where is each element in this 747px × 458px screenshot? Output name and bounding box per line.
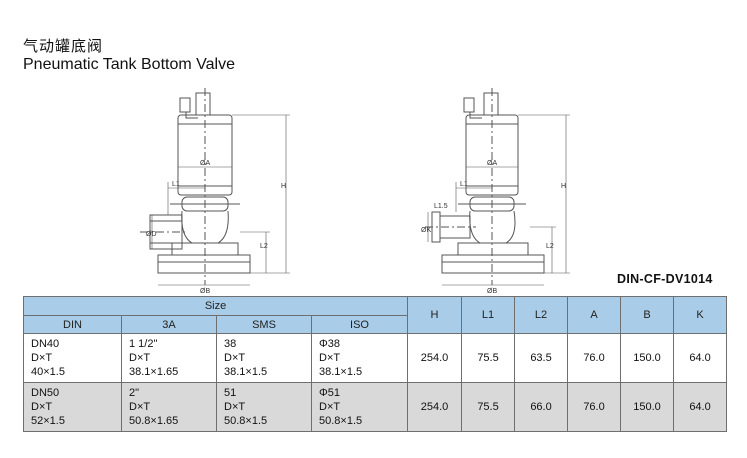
spec-table: Size H L1 L2 A B K DIN 3A SMS ISO DN40 D… bbox=[22, 296, 728, 432]
cell-iso: Φ38 D×T 38.1×1.5 bbox=[310, 333, 409, 383]
header-k: K bbox=[673, 296, 728, 334]
table-row: DN40 D×T 40×1.5 1 1/2" D×T 38.1×1.65 38 … bbox=[23, 333, 728, 383]
cell-l2: 66.0 bbox=[514, 382, 569, 432]
cell-b: 150.0 bbox=[620, 382, 675, 432]
cell-a: 76.0 bbox=[567, 382, 622, 432]
header-b: B bbox=[620, 296, 675, 334]
cell-b: 150.0 bbox=[620, 333, 675, 383]
cell-l1: 75.5 bbox=[461, 333, 516, 383]
label-b-left: ØB bbox=[200, 288, 210, 295]
label-k-right: ØK bbox=[421, 227, 431, 234]
label-l1-left: L1 bbox=[172, 181, 180, 188]
cell-iso: Φ51 D×T 50.8×1.5 bbox=[310, 382, 409, 432]
header-row-top: Size H L1 L2 A B K bbox=[22, 296, 728, 334]
label-h-right: H bbox=[561, 183, 566, 190]
table-row: DN50 D×T 52×1.5 2" D×T 50.8×1.65 51 D×T … bbox=[23, 382, 728, 432]
cell-din: DN40 D×T 40×1.5 bbox=[23, 333, 122, 383]
header-size: Size bbox=[22, 296, 409, 316]
title-chinese: 气动罐底阀 bbox=[23, 37, 104, 55]
cell-a: 76.0 bbox=[567, 333, 622, 383]
label-l1-right: L1 bbox=[460, 181, 468, 188]
cell-k: 64.0 bbox=[673, 333, 728, 383]
label-h-left: H bbox=[281, 183, 286, 190]
label-l2-left: L2 bbox=[260, 243, 268, 250]
header-l1: L1 bbox=[461, 296, 516, 334]
header-a: A bbox=[567, 296, 622, 334]
header-3a: 3A bbox=[121, 315, 217, 334]
cell-sms: 38 D×T 38.1×1.5 bbox=[216, 333, 312, 383]
header-sms: SMS bbox=[216, 315, 312, 334]
header-l2: L2 bbox=[514, 296, 569, 334]
label-d-left: ØD bbox=[146, 231, 157, 238]
cell-h: 254.0 bbox=[407, 382, 463, 432]
cell-3a: 1 1/2" D×T 38.1×1.65 bbox=[121, 333, 217, 383]
cell-l1: 75.5 bbox=[461, 382, 516, 432]
label-a-right: ØA bbox=[487, 160, 497, 167]
cell-din: DN50 D×T 52×1.5 bbox=[23, 382, 122, 432]
header-iso: ISO bbox=[310, 315, 409, 334]
title-english: Pneumatic Tank Bottom Valve bbox=[23, 56, 235, 73]
valve-drawing-right bbox=[425, 88, 570, 286]
header-din: DIN bbox=[23, 315, 122, 334]
cell-h: 254.0 bbox=[407, 333, 463, 383]
valve-drawings: H L2 L1 ØA ØD ØB H L2 L1 ØA ØK L1.5 ØB bbox=[140, 88, 570, 295]
cell-k: 64.0 bbox=[673, 382, 728, 432]
cell-sms: 51 D×T 50.8×1.5 bbox=[216, 382, 312, 432]
label-b-right: ØB bbox=[487, 288, 497, 295]
label-a-left: ØA bbox=[200, 160, 210, 167]
valve-drawing-left bbox=[140, 88, 290, 286]
label-l15-right: L1.5 bbox=[434, 203, 448, 210]
cell-3a: 2" D×T 50.8×1.65 bbox=[121, 382, 217, 432]
cell-l2: 63.5 bbox=[514, 333, 569, 383]
model-number: DIN-CF-DV1014 bbox=[617, 272, 713, 286]
header-h: H bbox=[407, 296, 463, 334]
label-l2-right: L2 bbox=[546, 243, 554, 250]
